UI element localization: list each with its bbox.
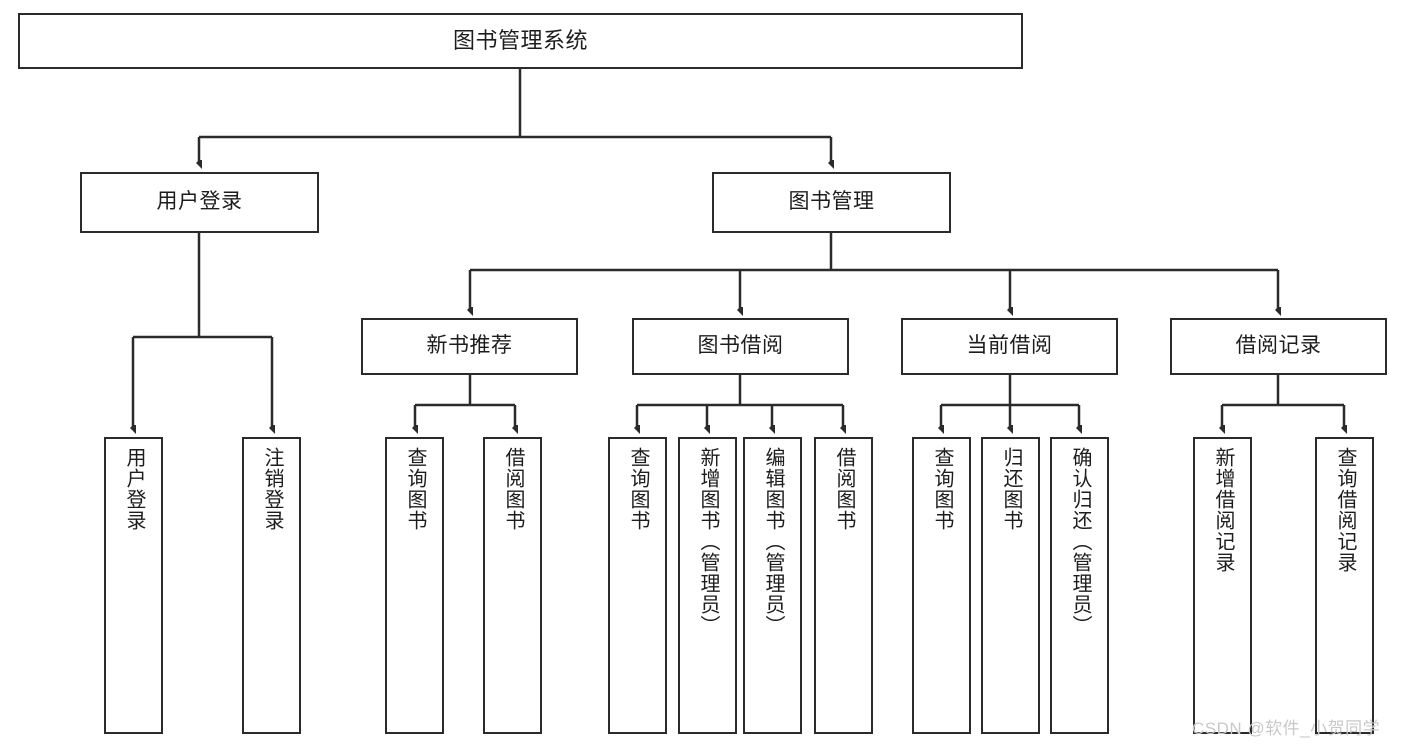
node-user-login[interactable]: 用户登录	[80, 172, 319, 233]
node-book-management-label: 图书管理	[788, 190, 875, 214]
node-current-borrow-label: 当前借阅	[966, 334, 1053, 358]
leaf-recommend-query-book[interactable]: 查询图书	[385, 437, 444, 734]
leaf-recommend-query-book-label: 查询图书	[404, 447, 426, 531]
leaf-record-add-label: 新增借阅记录	[1212, 447, 1234, 573]
leaf-borrow-edit-book-label: 编辑图书（管理员）	[762, 447, 784, 636]
leaf-record-query[interactable]: 查询借阅记录	[1315, 437, 1374, 734]
leaf-user-login-label: 用户登录	[123, 447, 145, 531]
leaf-borrow-borrow-book[interactable]: 借阅图书	[814, 437, 873, 734]
node-borrow-record-label: 借阅记录	[1235, 334, 1322, 358]
leaf-current-return-book[interactable]: 归还图书	[981, 437, 1040, 734]
leaf-current-query-book-label: 查询图书	[931, 447, 953, 531]
leaf-current-return-book-label: 归还图书	[1000, 447, 1022, 531]
leaf-record-add[interactable]: 新增借阅记录	[1193, 437, 1252, 734]
node-user-login-label: 用户登录	[156, 190, 243, 214]
leaf-current-confirm-return-label: 确认归还（管理员）	[1069, 447, 1091, 636]
node-borrow-record[interactable]: 借阅记录	[1170, 318, 1387, 375]
leaf-recommend-borrow-book[interactable]: 借阅图书	[483, 437, 542, 734]
leaf-logout-label: 注销登录	[261, 447, 283, 531]
leaf-borrow-add-book-label: 新增图书（管理员）	[697, 447, 719, 636]
leaf-borrow-borrow-book-label: 借阅图书	[833, 447, 855, 531]
node-new-book-recommend-label: 新书推荐	[426, 334, 513, 358]
node-new-book-recommend[interactable]: 新书推荐	[361, 318, 578, 375]
leaf-borrow-query-book-label: 查询图书	[627, 447, 649, 531]
leaf-borrow-add-book[interactable]: 新增图书（管理员）	[678, 437, 737, 734]
watermark: CSDN @软件_小贺同学	[1192, 719, 1381, 738]
leaf-recommend-borrow-book-label: 借阅图书	[502, 447, 524, 531]
leaf-current-confirm-return[interactable]: 确认归还（管理员）	[1050, 437, 1109, 734]
node-book-borrow[interactable]: 图书借阅	[632, 318, 849, 375]
node-root-label: 图书管理系统	[452, 28, 588, 54]
leaf-borrow-query-book[interactable]: 查询图书	[608, 437, 667, 734]
node-book-borrow-label: 图书借阅	[697, 334, 784, 358]
leaf-current-query-book[interactable]: 查询图书	[912, 437, 971, 734]
node-current-borrow[interactable]: 当前借阅	[901, 318, 1118, 375]
leaf-borrow-edit-book[interactable]: 编辑图书（管理员）	[743, 437, 802, 734]
leaf-logout[interactable]: 注销登录	[242, 437, 301, 734]
leaf-user-login[interactable]: 用户登录	[104, 437, 163, 734]
leaf-record-query-label: 查询借阅记录	[1334, 447, 1356, 573]
node-book-management[interactable]: 图书管理	[712, 172, 951, 233]
node-root[interactable]: 图书管理系统	[18, 13, 1023, 69]
